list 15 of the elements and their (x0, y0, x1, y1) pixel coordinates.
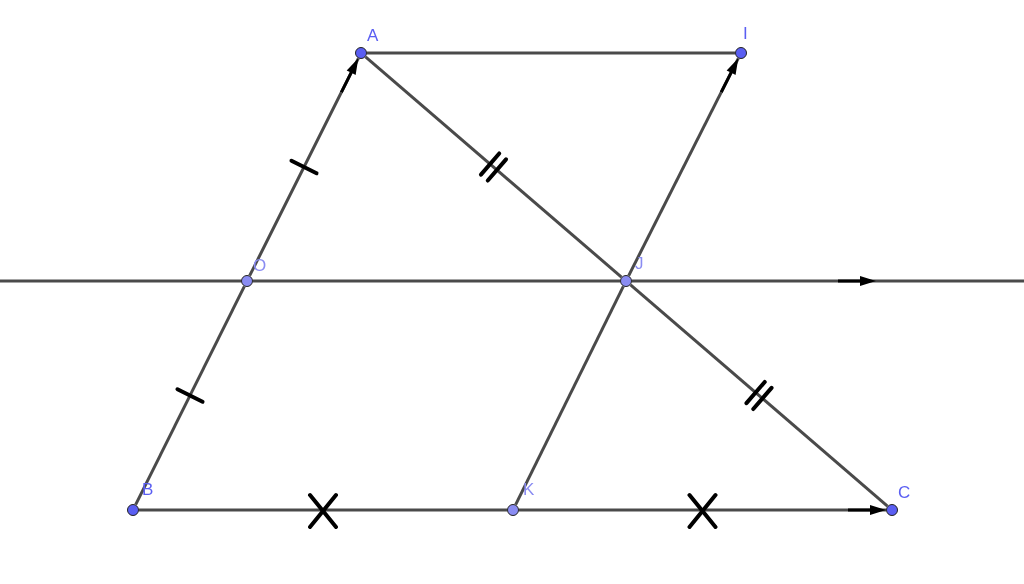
point-label: B (142, 481, 154, 498)
point-label: K (523, 481, 535, 498)
point-label: J (635, 255, 644, 272)
line-segment (629, 283, 889, 508)
line-segment (134, 285, 246, 506)
point-label: I (743, 25, 748, 42)
point-label: O (253, 257, 267, 274)
line-segment (139, 508, 507, 512)
line-segment (253, 279, 620, 283)
line-segment (514, 285, 625, 506)
line-segment (364, 55, 623, 279)
line-segment (367, 51, 735, 55)
point-label: C (898, 484, 911, 501)
line-segment (0, 279, 241, 283)
point-label: A (367, 27, 379, 44)
